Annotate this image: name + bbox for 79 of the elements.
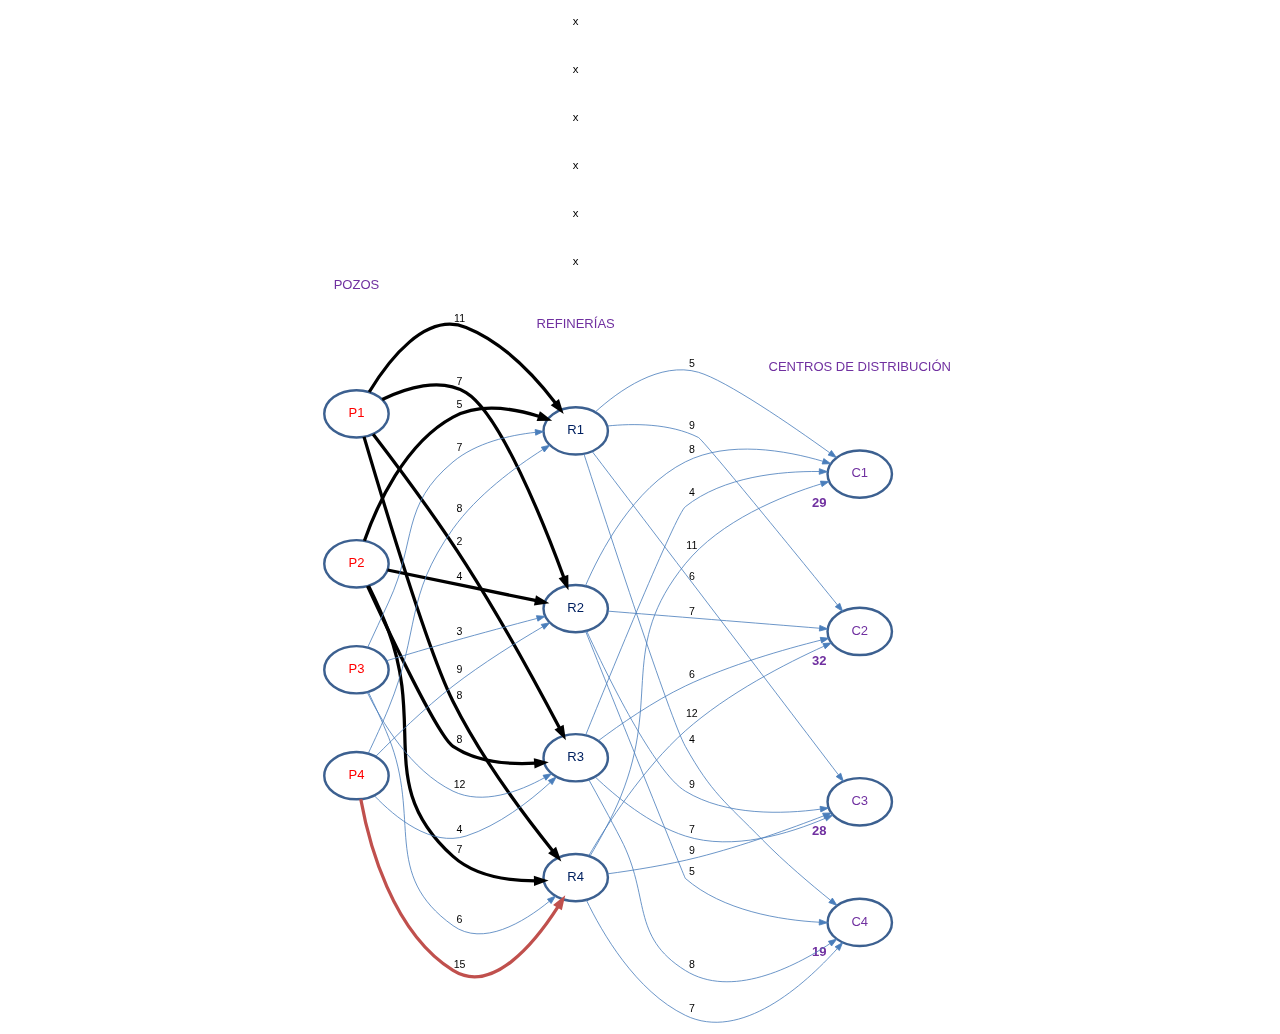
arrow (597, 636, 829, 741)
arrow (584, 467, 828, 736)
edge-label: 6 (688, 569, 695, 582)
node-ellipse: P2 (322, 538, 390, 589)
label: x (572, 14, 579, 27)
edge-label: 9 (688, 418, 695, 431)
arrow (367, 322, 564, 414)
arrow (606, 610, 828, 631)
edge-label: 8 (456, 501, 462, 514)
node-ellipse: P3 (322, 644, 390, 695)
edge-label: 2 (456, 534, 462, 547)
arrow (366, 584, 549, 886)
node-label: 19 (811, 943, 827, 959)
edge-label: 6 (688, 667, 695, 680)
label: x (572, 254, 579, 267)
arrow (385, 614, 545, 661)
edge-label: 8 (688, 442, 695, 455)
arrow (362, 406, 552, 541)
arrow (583, 453, 837, 906)
edge-label: 7 (688, 604, 695, 617)
edge-label: 12 (453, 777, 465, 790)
label: x (572, 62, 579, 75)
edge-label: 11 (453, 311, 465, 324)
label: x (572, 206, 579, 219)
arrow (361, 435, 561, 861)
node-ellipse: C2 (825, 606, 893, 656)
arrow (381, 382, 568, 590)
arrow (365, 584, 549, 768)
edge-label: 6 (456, 912, 462, 925)
label: POZOS (333, 276, 379, 292)
edge-label: 11 (685, 538, 697, 551)
arrow (606, 423, 843, 612)
arrow (585, 899, 843, 1023)
arrow (366, 691, 552, 798)
edge-label: 7 (688, 822, 695, 835)
edge-label: 9 (688, 843, 695, 856)
edge-label: 8 (688, 957, 695, 970)
arrow (584, 630, 828, 925)
arrow (371, 432, 566, 740)
arrow (374, 621, 550, 757)
edge-label: 8 (456, 688, 462, 701)
edge-label: 3 (456, 624, 462, 637)
node-label: 32 (811, 652, 827, 668)
edge-label: 7 (456, 440, 462, 453)
label: REFINERÍAS (536, 315, 615, 331)
edge-label: 9 (456, 662, 462, 675)
edge-label: 4 (688, 732, 695, 745)
edge-label: 9 (688, 777, 695, 790)
edge-label: 15 (453, 957, 465, 970)
edge-label: 7 (456, 842, 462, 855)
edge-label: 4 (456, 822, 462, 835)
arrow (367, 444, 550, 754)
edge-label: 12 (685, 706, 698, 719)
arrow (594, 368, 837, 458)
edge-label: 7 (688, 1001, 695, 1014)
edge-label: 5 (688, 356, 695, 369)
node-ellipse: P1 (322, 388, 390, 439)
arrow (585, 630, 829, 813)
node-label: 28 (811, 822, 827, 838)
edge-label: 8 (456, 732, 462, 745)
arrow (367, 691, 556, 934)
arrow (386, 567, 549, 605)
label: CENTROS DE DISTRIBUCIÓN (768, 358, 951, 374)
arrow (584, 448, 831, 586)
arrow (589, 480, 829, 856)
arrow (591, 450, 844, 782)
arrow (373, 776, 557, 839)
edge-label: 4 (456, 569, 462, 582)
edge-label: 5 (456, 397, 462, 410)
node-ellipse: P4 (322, 750, 390, 801)
node-label: 29 (811, 494, 827, 510)
edge-label: 4 (688, 485, 695, 498)
arrow (587, 778, 837, 982)
arrow (366, 428, 544, 648)
edge-label: 7 (456, 374, 462, 387)
label: x (572, 110, 579, 123)
edge-label: 5 (688, 864, 695, 877)
arrow (358, 798, 565, 978)
label: x (572, 158, 579, 171)
